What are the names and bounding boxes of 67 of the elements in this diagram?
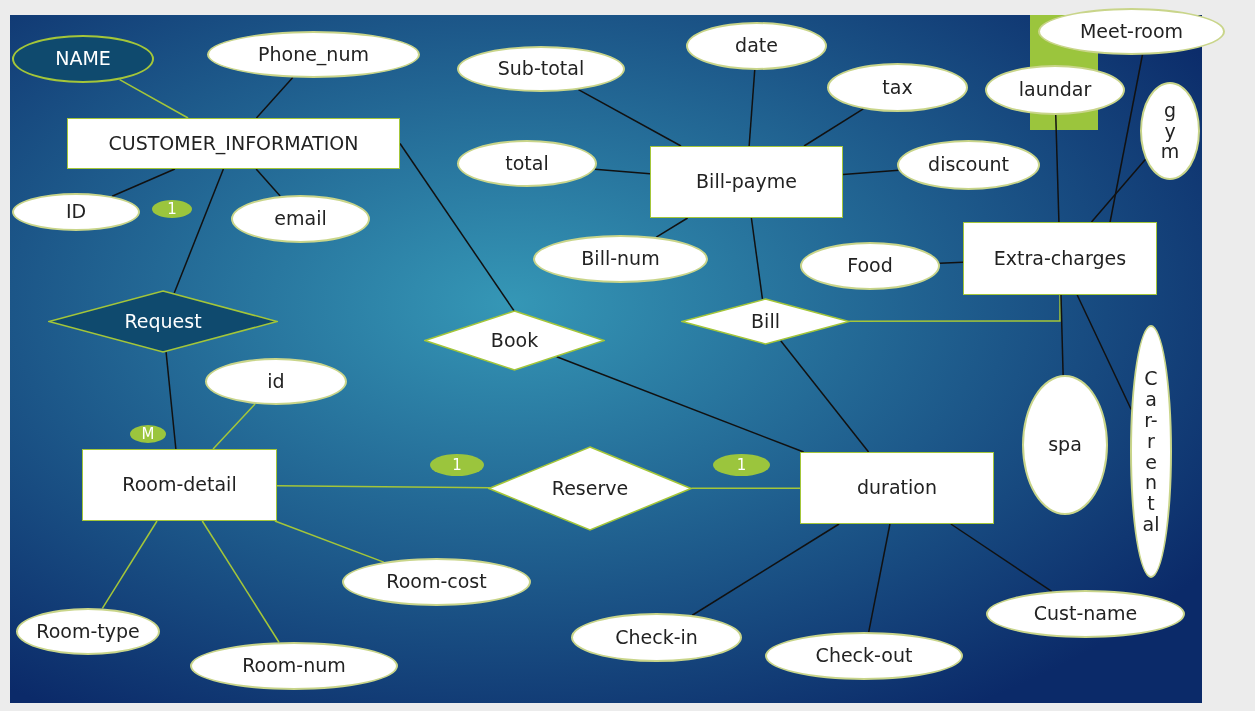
connector-line [748,69,756,147]
attribute-name: tax [882,76,913,99]
connector-line [867,523,891,633]
connector-line [555,356,805,453]
connector-line [399,142,516,313]
relationship-name: Bill [751,310,780,333]
attribute-name: Bill-num [581,248,660,270]
attribute-name: ID [65,201,87,223]
attribute-name: id [267,370,285,393]
attribute-name: Meet-room [1079,20,1184,43]
connector-line [690,487,801,490]
entity-box [650,146,843,218]
connector-line [1060,294,1064,376]
connector-line [1109,53,1144,224]
attribute-name: NAME [55,48,111,70]
entity-name: duration [857,477,937,499]
attribute-name: Food [847,255,893,277]
connector-line [101,520,158,610]
connector-line [255,76,294,119]
relationship-diamond [681,298,850,345]
attribute-name: Cust-name [1033,603,1138,625]
entity-box [963,222,1157,295]
connector-line [165,351,177,450]
attribute-name: spa [1048,434,1082,456]
attribute-name: Phone_num [258,43,369,66]
attribute-name: Car-rental [1141,367,1161,536]
attribute-name: Room-num [242,655,346,677]
relationship-diamond [48,290,278,353]
connector-line [655,217,689,238]
attribute-name: Sub-total [497,58,585,80]
connector-line [276,485,491,489]
connector-line [1055,114,1060,223]
attribute-name: Room-cost [386,571,487,593]
connector-line [201,520,280,643]
connector-line [691,523,840,616]
connector-line [1090,158,1147,223]
attribute-name: gym [1160,99,1180,163]
connector-line [950,523,1053,593]
entity-box [67,118,400,169]
attribute-name: email [274,208,327,230]
entity-name: Bill-payme [696,171,797,193]
attribute-name: discount [928,154,1009,176]
attribute-name: Check-out [815,645,913,667]
connector-line [848,294,1061,323]
entity-name: Room-detail [122,474,237,496]
relationship-diamond [424,310,605,371]
relationship-name: Reserve [551,477,629,500]
relationship-name: Request [124,310,202,333]
connector-line [842,169,900,176]
attribute-name: Room-type [36,620,140,643]
entity-box [800,452,994,524]
attribute-name: laundar [1018,79,1092,101]
connector-line [938,261,964,264]
connector-line [274,520,385,563]
relationship-name: Book [490,329,539,352]
attribute-name: total [505,152,549,175]
connector-line [779,340,870,453]
attribute-name: Check-in [615,626,698,649]
connector-line [173,168,225,294]
entity-name: Extra-charges [993,247,1127,270]
relationship-diamond [488,446,692,531]
entity-name: CUSTOMER_INFORMATION [108,132,359,155]
entity-box [82,449,277,521]
connector-line [212,403,256,450]
attribute-name: date [735,35,778,57]
connector-line [750,217,764,300]
connector-line [255,168,281,197]
